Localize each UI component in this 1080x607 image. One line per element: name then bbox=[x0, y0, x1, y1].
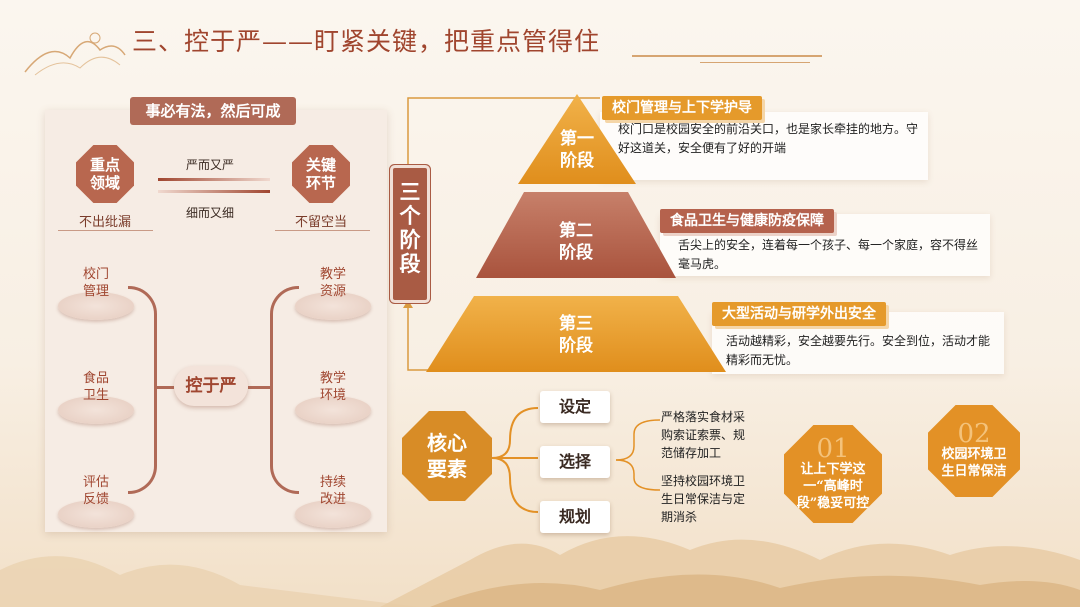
stage-2-banner: 食品卫生与健康防疫保障 bbox=[660, 209, 834, 233]
stage-3-name: 第三 阶段 bbox=[559, 314, 593, 356]
page-title: 三、控于严——盯紧关键，把重点管得住 bbox=[132, 27, 601, 56]
stage-connector bbox=[403, 97, 600, 371]
note-environment-cleaning: 坚持校园环境卫生日常保洁与定期消杀 bbox=[661, 474, 746, 524]
right-brace-tail bbox=[248, 386, 270, 389]
item-food-hygiene: 食品 卫生 bbox=[58, 368, 134, 430]
caption-underline bbox=[275, 230, 370, 231]
note-food-procurement: 严格落实食材采购索证索票、规范储存加工 bbox=[661, 410, 746, 460]
control-strict-center: 控于严 bbox=[174, 366, 248, 406]
badge-02-text: 校园环境卫生日常保洁 bbox=[941, 447, 1007, 479]
arrow-left bbox=[158, 178, 270, 181]
title-underline-secondary bbox=[700, 62, 810, 63]
item-teaching-resources: 教学 资源 bbox=[295, 264, 371, 326]
stage-1-description: 校门口是校园安全的前沿关口，也是家长牵挂的地方。守好这道关，安全便有了好的开端 bbox=[600, 112, 928, 180]
pyramid-level-3 bbox=[426, 296, 726, 372]
key-area-node: 重点 领域 bbox=[76, 145, 134, 203]
key-link-node: 关键 环节 bbox=[292, 145, 350, 203]
choice-planning: 规划 bbox=[540, 501, 610, 533]
item-teaching-environment: 教学 环境 bbox=[295, 368, 371, 430]
choice-setting: 设定 bbox=[540, 391, 610, 423]
core-branches bbox=[491, 407, 539, 513]
caption-underline bbox=[58, 230, 153, 231]
arrow-right bbox=[158, 190, 270, 193]
stage-3-banner: 大型活动与研学外出安全 bbox=[712, 302, 886, 326]
item-gate-management: 校门 管理 bbox=[58, 264, 134, 326]
item-continuous-improvement: 持续 改进 bbox=[295, 472, 371, 534]
badge-02: 02 校园环境卫生日常保洁 bbox=[928, 405, 1020, 497]
notes-connector bbox=[615, 419, 661, 491]
choice-selection: 选择 bbox=[540, 446, 610, 478]
arrow-label-bottom: 细而又细 bbox=[186, 206, 235, 220]
badge-01-text: 让上下学这一“高峰时段”稳妥可控 bbox=[796, 461, 870, 511]
stage-1-name: 第一 阶段 bbox=[560, 129, 594, 171]
panel-banner: 事必有法，然后可成 bbox=[130, 97, 296, 125]
core-elements-node: 核心 要素 bbox=[402, 411, 492, 501]
badge-01: 01 让上下学这一“高峰时段”稳妥可控 bbox=[784, 425, 882, 523]
mountain-landscape bbox=[0, 536, 1080, 607]
stage-2-name: 第二 阶段 bbox=[559, 221, 593, 263]
stage-1-banner: 校门管理与上下学护导 bbox=[602, 96, 762, 120]
item-evaluation-feedback: 评估 反馈 bbox=[58, 472, 134, 534]
key-link-caption: 不留空当 bbox=[294, 215, 347, 230]
key-area-caption: 不出纰漏 bbox=[78, 215, 131, 230]
mountain-ornament bbox=[24, 32, 126, 76]
badge-02-number: 02 bbox=[957, 419, 991, 449]
three-stages-label: 三个阶段 bbox=[393, 168, 427, 300]
arrow-label-top: 严而又严 bbox=[186, 158, 235, 172]
title-underline bbox=[632, 55, 822, 57]
left-brace-tail bbox=[154, 386, 174, 389]
badge-01-number: 01 bbox=[816, 433, 850, 464]
